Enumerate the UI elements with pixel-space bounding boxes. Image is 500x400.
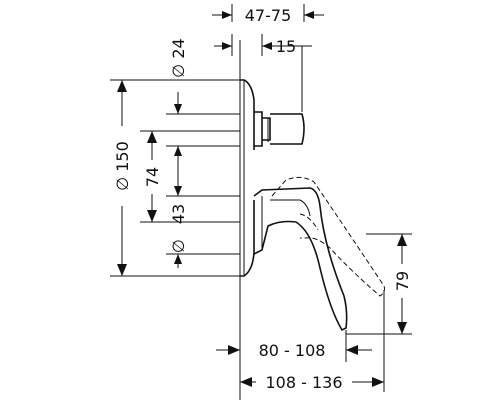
dimension-108-136: 108 - 136: [240, 290, 385, 392]
mixer-lever: [253, 187, 348, 332]
dimension-80-108: 80 - 108: [216, 330, 372, 362]
dimension-79: 79: [346, 233, 412, 335]
dim-text-diameter-24: ∅ 24: [169, 38, 188, 77]
dim-text-80-108: 80 - 108: [259, 341, 326, 360]
dimension-diameter-24: ∅ 24: [169, 38, 188, 160]
dim-text-108-136: 108 - 136: [265, 373, 342, 392]
dimension-15: 15: [214, 34, 312, 112]
dimension-43: 43: [169, 160, 188, 268]
dim-text-15: 15: [276, 37, 296, 56]
wall-plate: [239, 40, 255, 400]
dimension-diameter-lower: ∅: [169, 239, 188, 253]
dimension-47-75: 47-75: [212, 4, 324, 25]
dim-text-79: 79: [393, 271, 412, 291]
lever-alternate-position: [271, 176, 385, 297]
dim-text-diameter-lower: ∅: [169, 239, 188, 253]
dimension-74: 74: [142, 131, 162, 222]
dim-text-43: 43: [169, 204, 188, 224]
diverter-knob: [254, 111, 305, 147]
dim-text-47-75: 47-75: [245, 6, 292, 25]
dim-text-74: 74: [143, 167, 162, 187]
dimension-diameter-150: ∅ 150: [110, 80, 132, 276]
dim-text-diameter-150: ∅ 150: [113, 141, 132, 191]
